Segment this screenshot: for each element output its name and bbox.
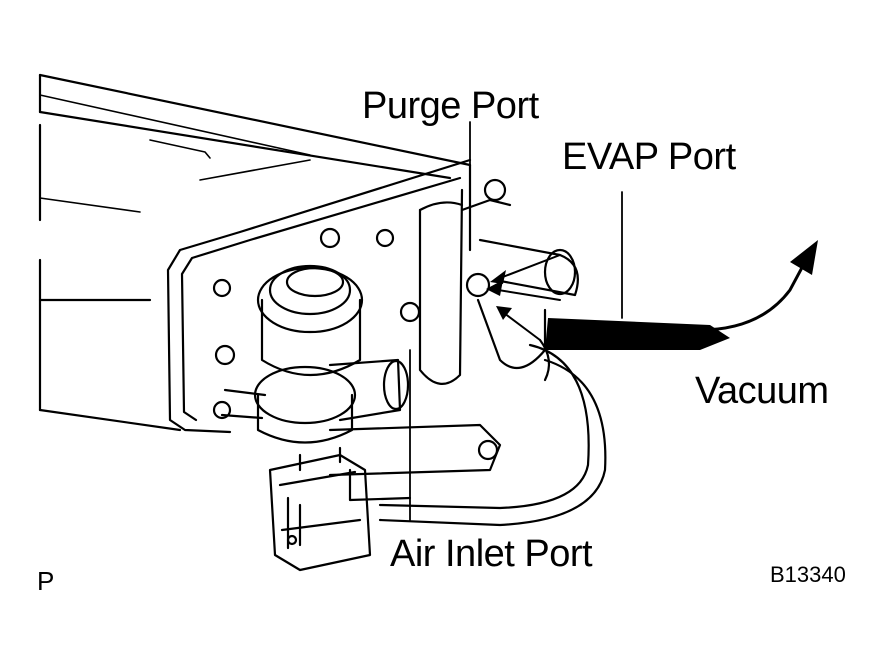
- airflow-arrow-2: [491, 288, 561, 301]
- airflow-arrowheads: [486, 270, 512, 320]
- canister-body: [38, 73, 472, 432]
- canister-end-plate: [166, 158, 472, 434]
- vacuum-label: Vacuum: [695, 370, 829, 412]
- air-inlet-port-label: Air Inlet Port: [390, 533, 593, 575]
- purge-port-tube: [418, 178, 512, 385]
- electrical-connector: [268, 446, 372, 572]
- leader-lines: [409, 121, 623, 521]
- evap-port-label: EVAP Port: [562, 136, 736, 178]
- page-letter: P: [37, 566, 55, 596]
- purge-port-label: Purge Port: [362, 85, 539, 127]
- airflow-arrow-1: [494, 254, 561, 281]
- hose-loop: [378, 338, 607, 527]
- vacuum-hose: [545, 240, 818, 350]
- mounting-bracket: [328, 423, 502, 502]
- figure-code: B13340: [770, 562, 846, 587]
- purge-valve-body: [220, 264, 410, 444]
